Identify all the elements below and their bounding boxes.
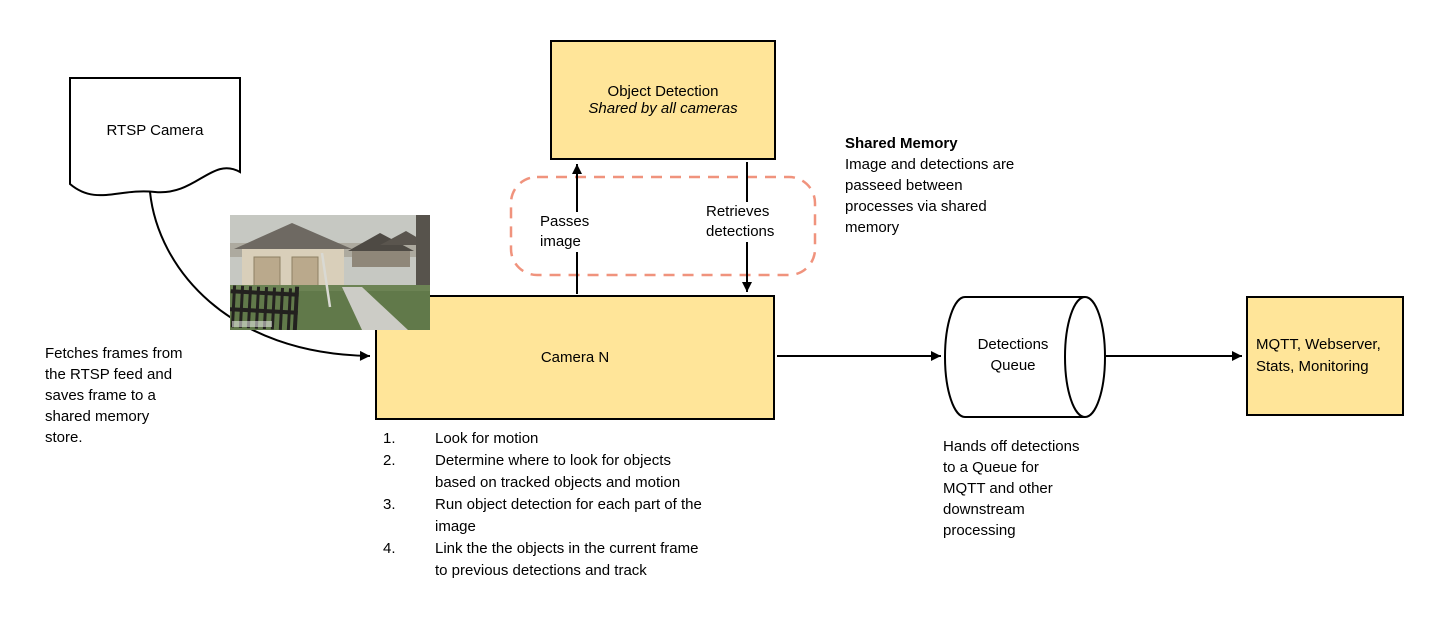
list-item: 1. Look for motion: [383, 428, 755, 450]
list-item-text: Run object detection for each part of th…: [435, 494, 755, 538]
fetch-frames-note-line: the RTSP feed and: [45, 366, 173, 383]
node-camera-n: Camera N: [375, 295, 775, 420]
object-detection-subtitle: Shared by all cameras: [588, 100, 738, 117]
list-item-number: 4.: [383, 540, 396, 557]
detections-queue-label-line: Detections: [977, 336, 1049, 353]
list-item-text-line: based on tracked objects and motion: [435, 474, 681, 491]
fetch-frames-note-line: shared memory: [45, 408, 150, 425]
list-item-text: Determine where to look for objects base…: [435, 450, 755, 494]
list-item: 4. Link the the objects in the current f…: [383, 538, 755, 582]
shared-memory-note-line: processes via shared: [845, 198, 987, 215]
node-object-detection: Object Detection Shared by all cameras: [550, 40, 776, 160]
queue-handoff-note-line: processing: [943, 522, 1016, 539]
queue-handoff-note-line: to a Queue for: [943, 459, 1039, 476]
fetch-frames-note: Fetches frames from the RTSP feed and sa…: [45, 343, 183, 448]
fetch-frames-note-line: store.: [45, 429, 83, 446]
retrieves-detections-label: Retrieves detections: [704, 202, 777, 242]
list-item-number: 3.: [383, 496, 396, 513]
passes-image-label-line: image: [540, 233, 581, 250]
list-item-text-line: Run object detection for each part of th…: [435, 496, 702, 513]
list-item-number: 2.: [383, 452, 396, 469]
list-item-text-line: Link the the objects in the current fram…: [435, 540, 699, 557]
shared-memory-note-title: Shared Memory: [845, 135, 958, 152]
shared-memory-note-line: Image and detections are: [845, 156, 1015, 173]
queue-handoff-note-line: downstream: [943, 501, 1025, 518]
list-item-text: Look for motion: [435, 428, 755, 450]
shared-memory-note-line: memory: [845, 219, 900, 236]
fetch-frames-note-line: Fetches frames from: [45, 345, 183, 362]
list-item-text-line: Look for motion: [435, 430, 539, 447]
detections-queue-label: Detections Queue: [950, 334, 1076, 376]
detections-queue-label-line: Queue: [990, 357, 1036, 374]
passes-image-label: Passes image: [538, 212, 592, 252]
fetch-frames-note-line: saves frame to a: [45, 387, 156, 404]
rtsp-camera-label: RTSP Camera: [106, 122, 204, 139]
list-item-number: 1.: [383, 430, 396, 447]
rtsp-to-camera-arrow: [149, 191, 371, 361]
queue-handoff-note: Hands off detections to a Queue for MQTT…: [943, 436, 1079, 541]
list-item: 2. Determine where to look for objects b…: [383, 450, 755, 494]
outputs-label-line: Stats, Monitoring: [1256, 358, 1369, 375]
retrieves-detections-label-line: Retrieves: [706, 203, 770, 220]
queue-handoff-note-line: Hands off detections: [943, 438, 1080, 455]
outputs-label-line: MQTT, Webserver,: [1256, 336, 1381, 353]
passes-image-label-line: Passes: [540, 213, 590, 230]
retrieves-detections-label-line: detections: [706, 223, 775, 240]
list-item-text-line: to previous detections and track: [435, 562, 647, 579]
shared-memory-note-line: passeed between: [845, 177, 963, 194]
queue-handoff-note-line: MQTT and other: [943, 480, 1053, 497]
object-detection-title: Object Detection: [607, 83, 719, 100]
list-item-text-line: image: [435, 518, 476, 535]
list-item-text-line: Determine where to look for objects: [435, 452, 671, 469]
list-item: 3. Run object detection for each part of…: [383, 494, 755, 538]
list-item-text: Link the the objects in the current fram…: [435, 538, 755, 582]
node-outputs: MQTT, Webserver, Stats, Monitoring: [1246, 296, 1404, 416]
camera-steps-list: 1. Look for motion 2. Determine where to…: [383, 428, 755, 582]
shared-memory-note: Shared Memory Image and detections are p…: [845, 133, 1014, 238]
camera-n-label: Camera N: [540, 349, 610, 366]
